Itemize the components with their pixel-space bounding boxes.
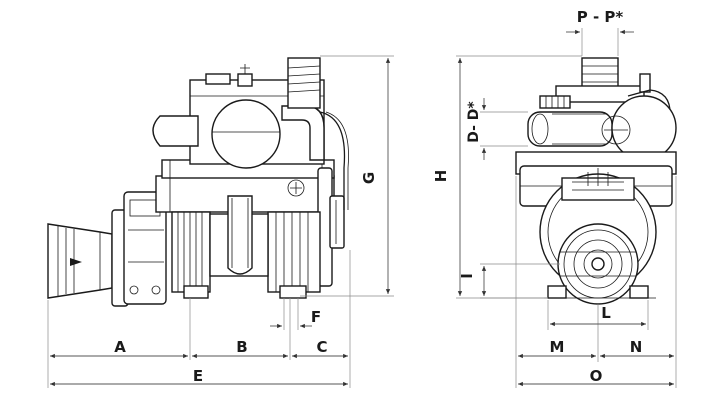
- label-h: H: [432, 170, 450, 183]
- label-pp: P - P*: [577, 8, 624, 26]
- upper-tank: [152, 57, 349, 210]
- direction-arrow-icon: [70, 258, 82, 266]
- gauge-icon: [287, 179, 305, 197]
- label-e: E: [193, 367, 203, 385]
- gearbox: [111, 191, 167, 307]
- label-l: L: [601, 304, 611, 322]
- label-i: I: [458, 273, 476, 279]
- dimension-labels: P - P* D- D* G H I F A B C E L M N O: [114, 8, 642, 385]
- side-dimensions: [47, 55, 394, 388]
- label-g: G: [360, 172, 378, 184]
- front-view: [515, 57, 677, 305]
- pump-body: [155, 159, 345, 299]
- label-o: O: [590, 367, 603, 385]
- side-view: [47, 57, 349, 307]
- label-f: F: [311, 308, 321, 326]
- label-n: N: [630, 338, 643, 356]
- drive-cone: [47, 223, 113, 299]
- label-dd: D- D*: [466, 101, 482, 143]
- label-a: A: [114, 338, 126, 356]
- front-dimensions: [456, 28, 677, 388]
- label-m: M: [550, 338, 565, 356]
- label-c: C: [316, 338, 327, 356]
- label-b: B: [236, 338, 247, 356]
